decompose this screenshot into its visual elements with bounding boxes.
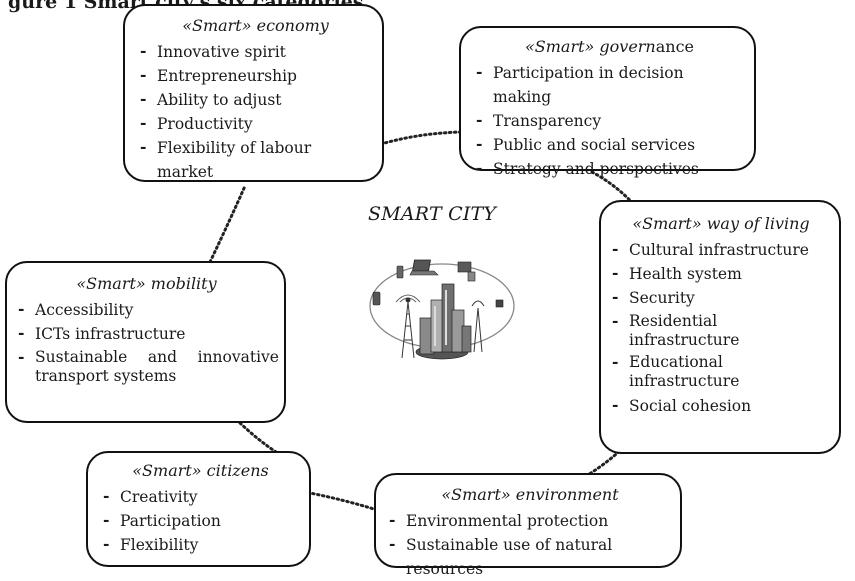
list-item: Flexibility of labour market [139, 135, 372, 184]
list-item: Accessibility [17, 297, 276, 322]
list-item: Flexibility [102, 532, 299, 557]
phone-icon [396, 265, 404, 279]
list-item: Entrepreneurship [139, 63, 372, 88]
connector-mobility-economy [208, 184, 247, 264]
connector-environment-citizens [308, 491, 379, 512]
mobile-device-icon [372, 291, 381, 306]
box-title: «Smart» environment [441, 485, 619, 504]
list-item: Strategy and perspectives [475, 156, 744, 181]
list-item: Educational infrastructure [611, 352, 754, 391]
laptop-icon [409, 259, 439, 276]
list-item: Participation [102, 508, 299, 533]
antenna-mast-icon [471, 300, 485, 353]
list-item: Cultural infrastructure [611, 237, 831, 262]
box-title: «Smart» governance [475, 37, 744, 57]
antenna-tower-icon [395, 294, 421, 359]
list-item: Innovative spirit [139, 39, 372, 64]
list-item: Residential infrastructure [611, 311, 754, 350]
box-title-italic: «Smart» govern [524, 37, 656, 56]
box-smart-economy: «Smart» economy Innovative spirit Entrep… [123, 4, 384, 182]
list-item: Security [611, 285, 831, 310]
list-item: Social cohesion [611, 393, 831, 418]
list-item: Sustainable use of natural resources [388, 532, 672, 581]
small-device-icon [495, 299, 504, 308]
box-title-plain: ance [655, 37, 695, 56]
box-smart-mobility: «Smart» mobility Accessibility ICTs infr… [5, 261, 286, 423]
list-item: Creativity [102, 484, 299, 509]
buildings-icon [415, 283, 472, 360]
city-network-icon [369, 259, 515, 360]
smart-city-title: SMART CITY [368, 203, 497, 225]
list-item: Health system [611, 261, 831, 286]
connector-economy-governance [369, 130, 464, 149]
list-item: Transparency [475, 108, 744, 133]
list-item: ICTs infrastructure [17, 321, 276, 346]
box-title: «Smart» citizens [132, 461, 269, 480]
box-title: «Smart» mobility [76, 274, 217, 293]
box-smart-environment: «Smart» environment Environmental protec… [374, 473, 682, 578]
box-title: «Smart» economy [182, 16, 329, 35]
box-title: «Smart» way of living [632, 214, 810, 233]
box-smart-way-of-living: «Smart» way of living Cultural infrastru… [599, 200, 841, 454]
computer-icon [457, 261, 476, 282]
box-smart-citizens: «Smart» citizens Creativity Participatio… [86, 451, 311, 567]
list-item: Environmental protection [388, 508, 672, 533]
list-item: Participation in decision making [475, 60, 744, 109]
list-item: Ability to adjust [139, 87, 372, 112]
box-smart-governance: «Smart» governance Participation in deci… [459, 26, 756, 180]
connector-citizens-mobility [238, 421, 278, 454]
list-item: Public and social services [475, 132, 744, 157]
list-item: Sustainable and innovative transport sys… [17, 347, 279, 386]
list-item: Productivity [139, 111, 372, 136]
